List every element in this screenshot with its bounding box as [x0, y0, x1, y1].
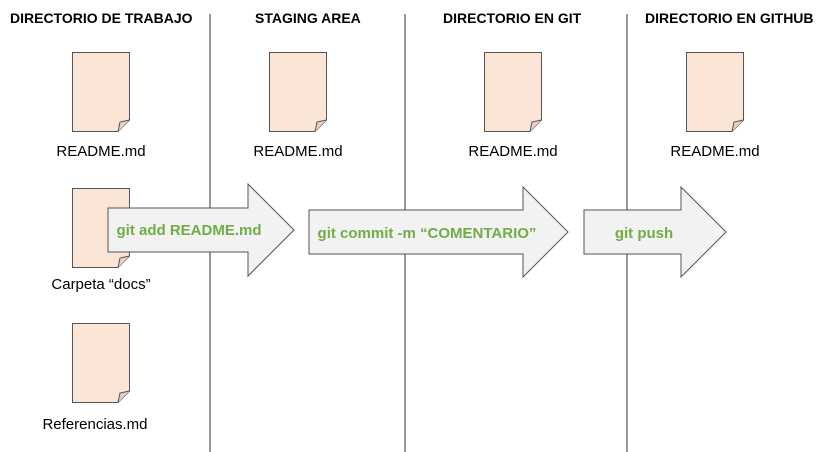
file-label-git-readme: README.md	[468, 143, 557, 160]
document-icon	[72, 52, 130, 132]
document-icon	[269, 52, 327, 132]
document-icon	[484, 52, 542, 132]
arrow-label-git-commit: git commit -m “COMENTARIO”	[318, 225, 537, 242]
file-label-docs-folder: Carpeta “docs”	[51, 276, 150, 293]
column-title-working-dir: DIRECTORIO DE TRABAJO	[10, 10, 193, 26]
file-label-staging-readme: README.md	[253, 143, 342, 160]
document-icon	[72, 323, 130, 403]
column-title-staging: STAGING AREA	[255, 10, 361, 26]
file-label-github-readme: README.md	[670, 143, 759, 160]
file-label-referencias: Referencias.md	[42, 416, 147, 433]
column-title-github-dir: DIRECTORIO EN GITHUB	[645, 10, 814, 26]
column-title-git-dir: DIRECTORIO EN GIT	[443, 10, 582, 26]
document-icon	[686, 52, 744, 132]
arrow-git-commit	[308, 185, 569, 279]
arrow-label-git-add: git add README.md	[117, 222, 262, 239]
arrow-git-push	[583, 185, 727, 279]
arrow-label-git-push: git push	[615, 225, 673, 242]
file-label-readme: README.md	[56, 143, 145, 160]
arrow-git-add	[107, 182, 295, 278]
